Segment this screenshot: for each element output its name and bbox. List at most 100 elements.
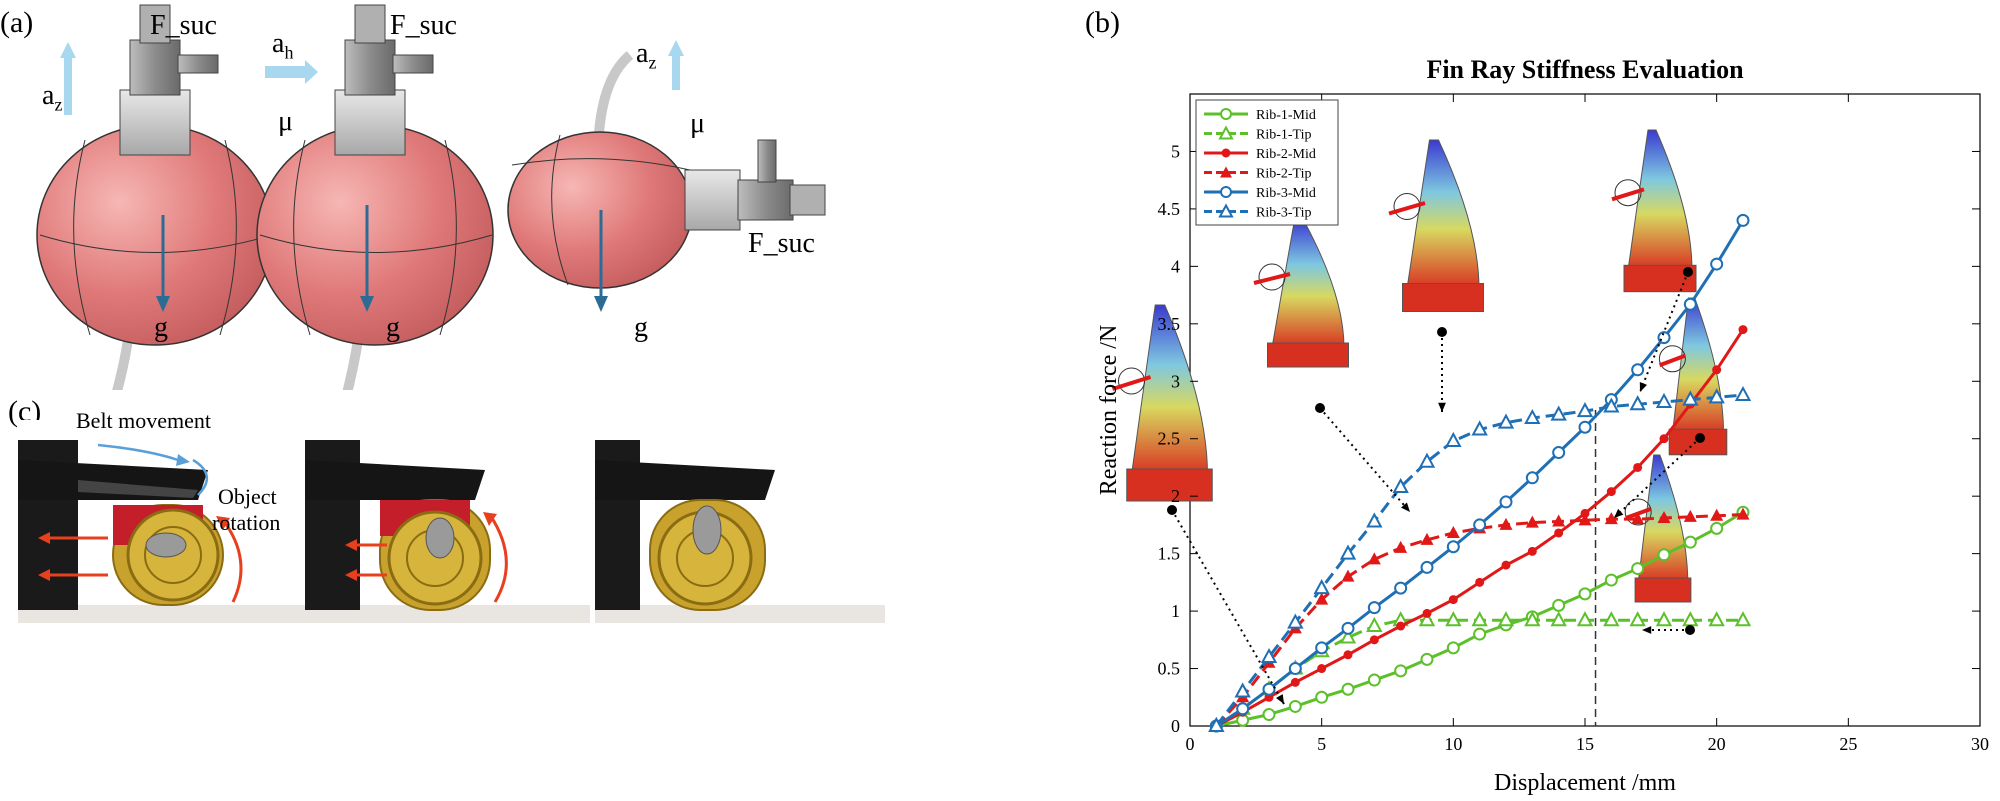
data-point: [1525, 471, 1539, 485]
legend-label: Rib-2-Mid: [1256, 147, 1316, 162]
x-tick-label: 15: [1576, 734, 1594, 754]
a-symbol: a: [272, 28, 285, 59]
fem-rib-inset: [1111, 304, 1213, 502]
y-tick-label: 3.5: [1158, 314, 1181, 334]
data-point: [1576, 402, 1594, 418]
suction-gripper-3: [507, 40, 826, 312]
panel-label-a: (a): [0, 6, 34, 39]
data-point: [1341, 682, 1355, 696]
fem-rib-inset: [1611, 129, 1697, 293]
z-subscript: z: [54, 94, 63, 115]
legend-label: Rib-1-Mid: [1256, 108, 1316, 123]
series-lines: [1208, 213, 1752, 733]
data-point: [1394, 581, 1408, 595]
data-point: [1525, 515, 1539, 528]
data-point: [1604, 573, 1618, 587]
data-point: [1208, 716, 1225, 732]
data-point: [1446, 641, 1460, 655]
legend-entry: Rib-1-Tip: [1204, 125, 1312, 143]
legend-entry: Rib-2-Mid: [1204, 147, 1316, 162]
y-tick-label: 4.5: [1158, 199, 1181, 219]
data-point: [1629, 611, 1646, 627]
data-point: [1445, 611, 1462, 627]
data-point: [1657, 548, 1671, 562]
x-tick-label: 30: [1971, 734, 1989, 754]
data-point: [1550, 611, 1567, 627]
legend-marker: [1220, 166, 1232, 178]
data-point: [1262, 708, 1276, 722]
data-point: [1552, 446, 1566, 460]
data-point: [1343, 650, 1353, 660]
y-tick-label: 0: [1171, 716, 1180, 736]
legend-label: Rib-2-Tip: [1256, 167, 1312, 182]
gripper-photo-3-svg: [595, 420, 885, 798]
data-point: [1287, 613, 1304, 629]
data-point: [1710, 521, 1724, 535]
data-point: [1315, 592, 1329, 605]
x-tick-label: 20: [1708, 734, 1726, 754]
data-point: [1603, 397, 1620, 413]
data-point: [1606, 487, 1616, 497]
data-point: [1445, 431, 1462, 448]
ah-label: ah: [272, 28, 293, 64]
data-point: [1367, 673, 1381, 687]
data-point: [1394, 664, 1408, 678]
legend-entry: Rib-2-Tip: [1204, 166, 1312, 182]
legend-entry: Rib-3-Tip: [1204, 203, 1312, 221]
gripper-photo-1: [18, 420, 323, 798]
y-tick-label: 1.5: [1158, 544, 1181, 564]
data-point: [1471, 420, 1488, 436]
data-point: [1708, 611, 1725, 627]
annotation-pointer: [1437, 327, 1447, 412]
data-point: [1339, 544, 1357, 560]
data-point: [1683, 297, 1697, 311]
data-point: [1422, 608, 1432, 618]
suction-gripper-2: [256, 4, 494, 390]
data-point: [1366, 616, 1383, 633]
suction-gripper-1: [36, 4, 274, 390]
data-point: [1576, 611, 1594, 627]
x-axis-label: Displacement /mm: [1494, 770, 1676, 796]
annotation-pointer: [1315, 403, 1411, 513]
data-point: [1260, 647, 1278, 664]
data-point: [1736, 213, 1750, 227]
y-tick-label: 2.5: [1158, 429, 1181, 449]
fem-rib-inset: [1253, 219, 1349, 368]
data-point: [1578, 420, 1592, 434]
legend-entry: Rib-1-Mid: [1204, 108, 1316, 123]
data-point: [1552, 514, 1566, 527]
data-point: [1603, 611, 1620, 627]
legend-label: Rib-3-Tip: [1256, 206, 1312, 221]
z-subscript: z: [648, 52, 657, 73]
data-point: [1497, 611, 1515, 627]
data-point: [1524, 611, 1541, 627]
panel-label-b: (b): [1085, 6, 1120, 39]
fem-rib-inset: [1624, 454, 1692, 603]
data-point: [1578, 587, 1592, 601]
series-rib-3-mid: [1209, 213, 1750, 733]
y-tick-label: 0.5: [1158, 659, 1181, 679]
data-point: [1631, 363, 1645, 377]
data-point: [1683, 535, 1697, 549]
legend-marker: [1218, 125, 1234, 140]
data-point: [1288, 699, 1302, 713]
gripper-photo-2: [305, 420, 590, 798]
object-rotation-label-2: rotation: [212, 510, 281, 535]
data-point: [1712, 365, 1722, 375]
annotation-pointer: [1613, 433, 1705, 519]
data-point: [1234, 682, 1251, 698]
data-point: [1367, 601, 1381, 615]
chart-title: Fin Ray Stiffness Evaluation: [1426, 55, 1744, 84]
data-point: [1734, 611, 1752, 627]
data-point: [1396, 621, 1406, 631]
data-point: [1369, 635, 1379, 645]
panel-a-illustration: [36, 4, 826, 390]
data-point: [1499, 517, 1513, 530]
data-point: [1339, 628, 1357, 644]
data-point: [1473, 627, 1487, 641]
data-point: [1524, 408, 1541, 425]
x-tick-label: 25: [1839, 734, 1857, 754]
data-point: [1738, 325, 1748, 335]
annotation-pointers: [1167, 267, 1705, 705]
annotation-pointer: [1639, 267, 1693, 393]
